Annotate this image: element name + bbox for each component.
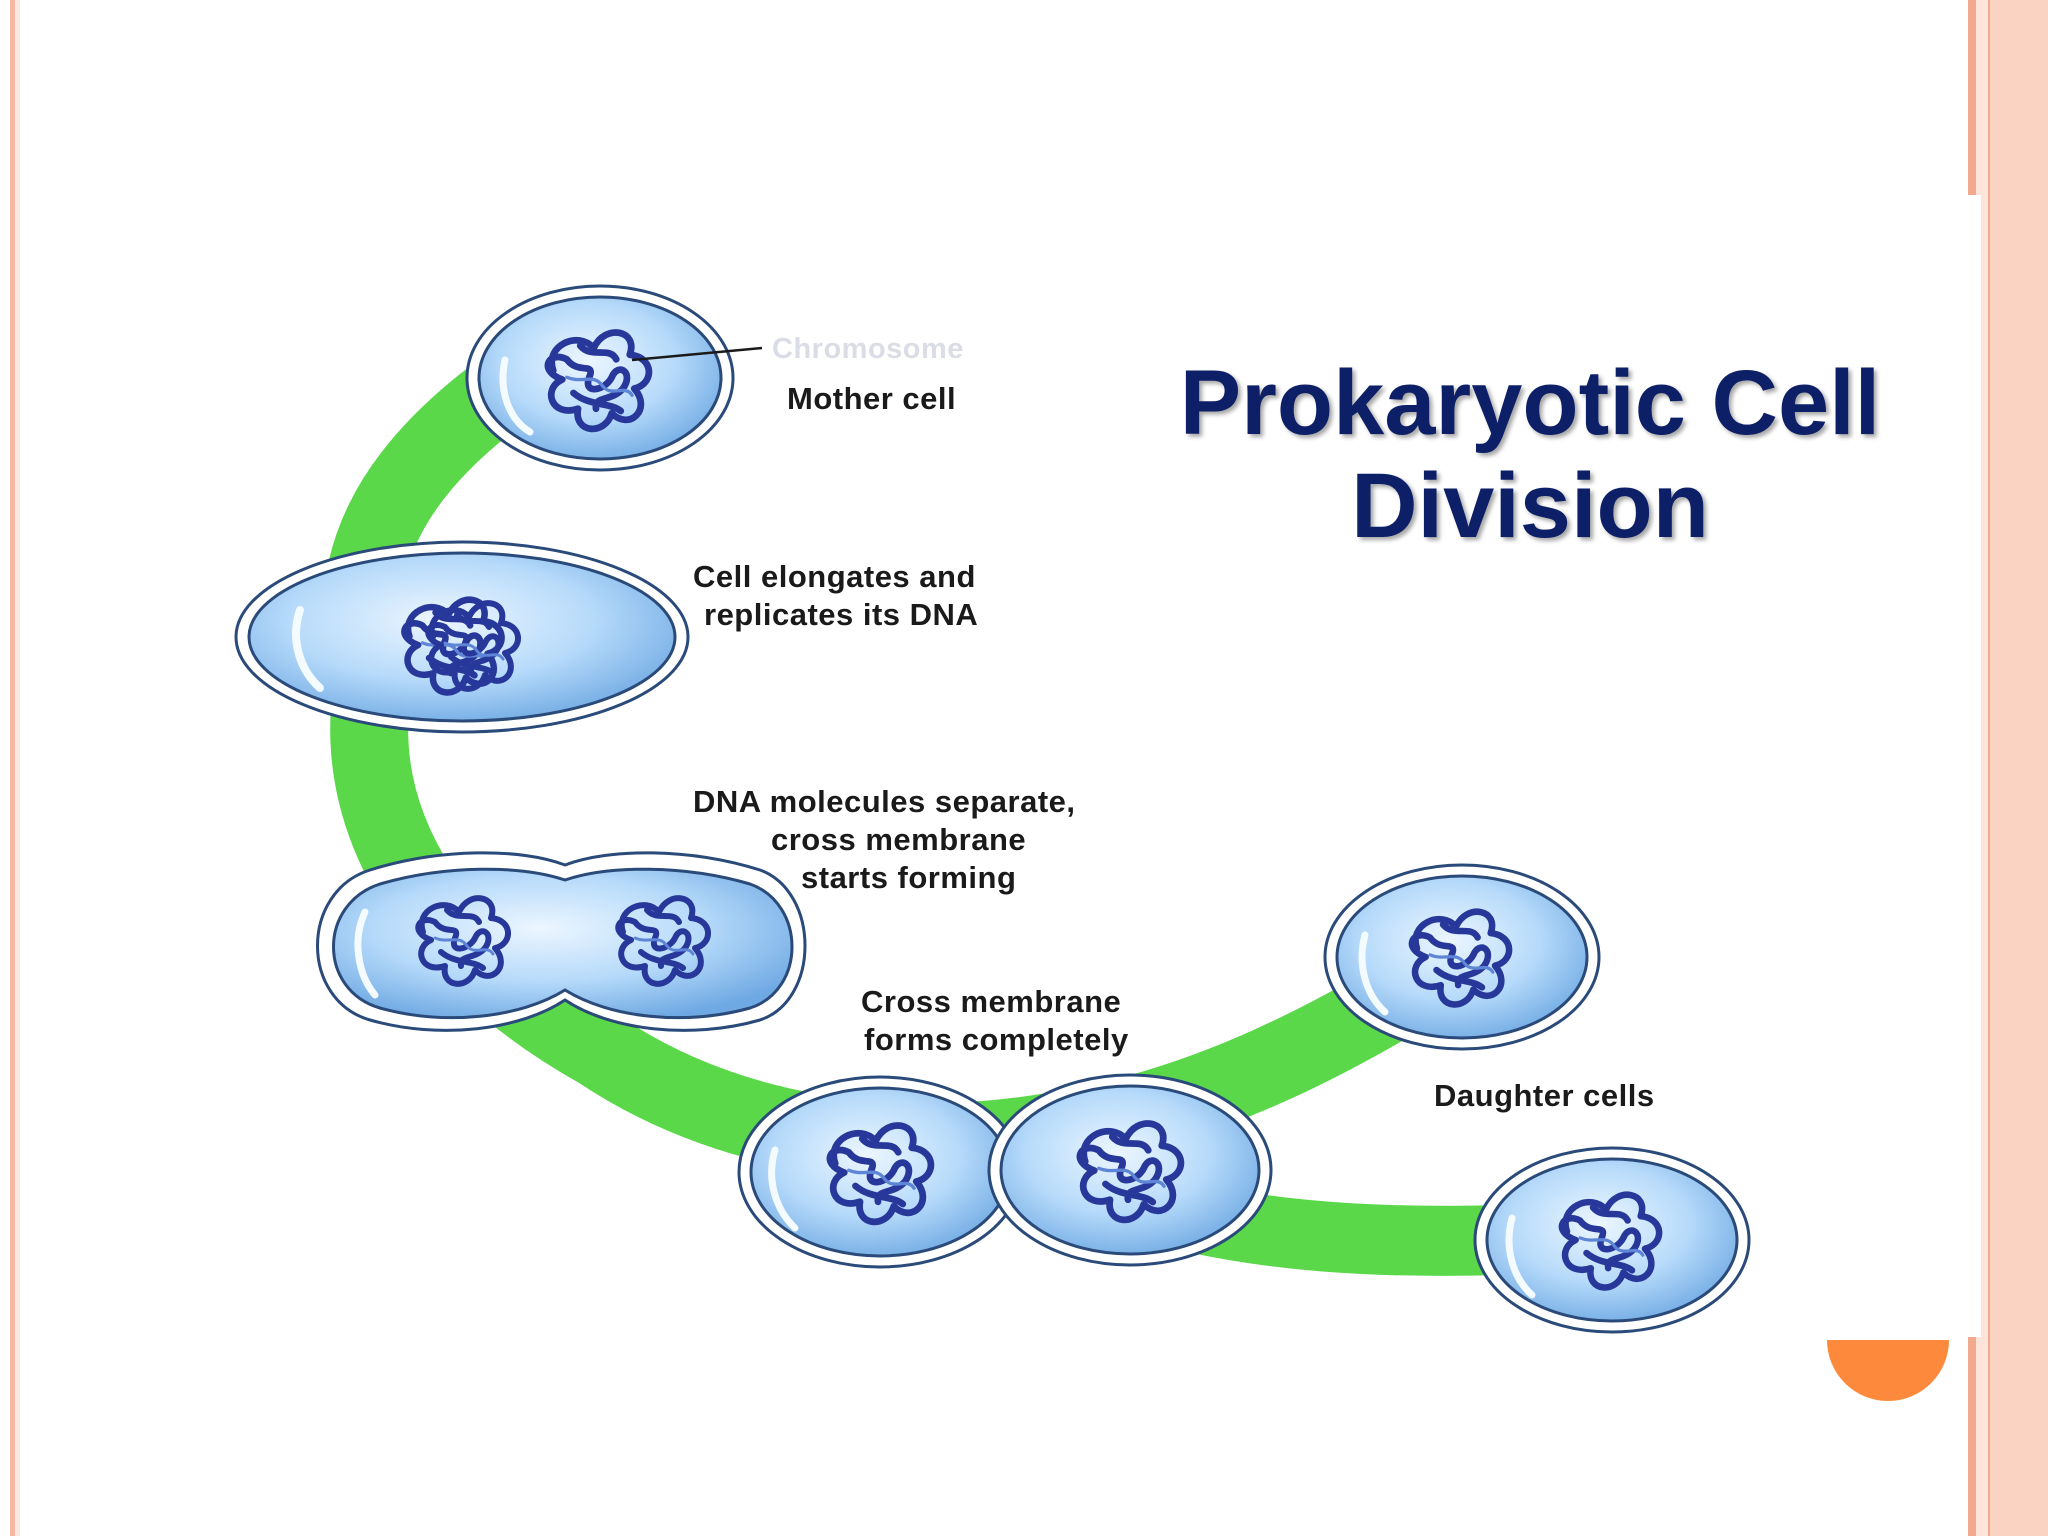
separate-label-line-2: cross membrane xyxy=(771,822,1027,857)
daughter-cell-bottom xyxy=(1473,1146,1751,1334)
elongate-label-line-1: Cell elongates and xyxy=(693,559,976,594)
left-border xyxy=(0,0,24,1536)
cross-membrane-label-line-1: Cross membrane xyxy=(861,984,1122,1019)
separate-label-line-3: starts forming xyxy=(801,860,1017,895)
elongate-label-line-2: replicates its DNA xyxy=(704,597,979,632)
daughter-cells-label: Daughter cells xyxy=(1434,1078,1655,1113)
slide-title: Prokaryotic Cell Division xyxy=(1179,352,1881,557)
chromosome-label: Chromosome xyxy=(772,333,964,365)
pinching-cell xyxy=(316,851,807,1032)
elongated-cell xyxy=(234,540,690,734)
divided-cells xyxy=(737,1073,1273,1269)
cross-membrane-label-line-2: forms completely xyxy=(864,1022,1129,1057)
right-border-gap xyxy=(1967,195,1981,1337)
orange-half-circle xyxy=(1827,1340,1949,1401)
separate-label-line-1: DNA molecules separate, xyxy=(693,784,1076,819)
mother-cell xyxy=(465,284,735,472)
chromosome-pointer xyxy=(631,346,763,362)
daughter-cell-top xyxy=(1323,863,1601,1051)
mother-cell-label: Mother cell xyxy=(787,381,957,416)
